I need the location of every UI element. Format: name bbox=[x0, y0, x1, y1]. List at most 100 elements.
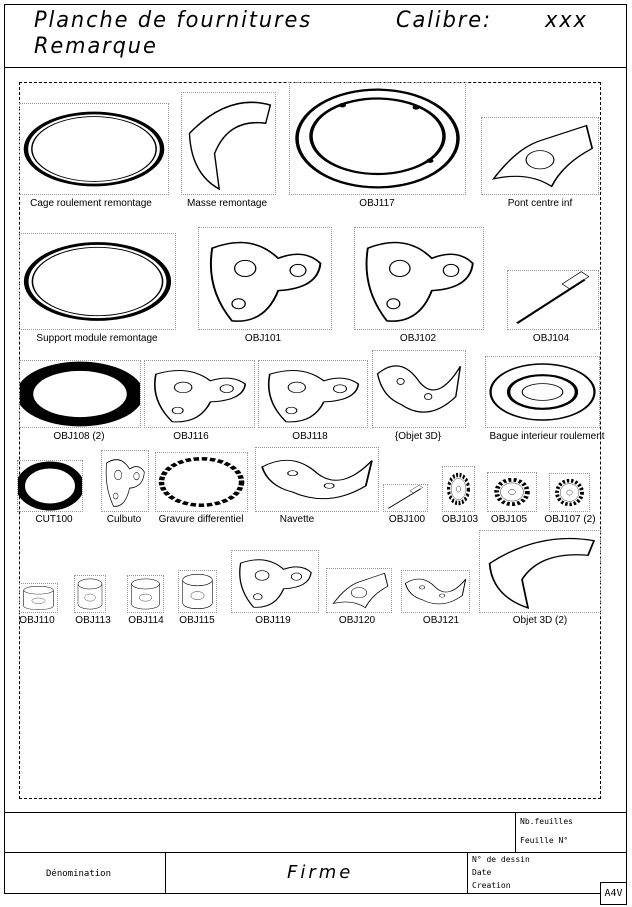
part-label: OBJ105 bbox=[490, 514, 528, 525]
part-label: Objet 3D (2) bbox=[512, 615, 568, 626]
no-dessin: N° de dessin bbox=[472, 855, 530, 864]
part-drawing bbox=[144, 360, 255, 428]
titleblock-divider bbox=[165, 852, 166, 893]
header-divider bbox=[4, 67, 627, 68]
ring-icon bbox=[23, 242, 172, 321]
part-drawing bbox=[289, 82, 466, 195]
border-left bbox=[4, 4, 5, 894]
part-drawing bbox=[479, 530, 601, 613]
part-drawing bbox=[19, 103, 169, 195]
part-label: OBJ118 bbox=[292, 431, 328, 442]
plate-icon bbox=[239, 559, 312, 608]
plate-icon bbox=[154, 369, 247, 423]
part-label: Masse remontage bbox=[186, 198, 268, 209]
part-label: OBJ119 bbox=[255, 615, 291, 626]
border-top bbox=[4, 4, 627, 5]
part-drawing bbox=[19, 583, 58, 613]
remark: Remarque bbox=[34, 34, 158, 59]
cylinder-icon bbox=[182, 573, 213, 609]
part-drawing bbox=[326, 568, 392, 613]
part-drawing bbox=[372, 350, 466, 428]
part-label: {Objet 3D} bbox=[394, 431, 442, 442]
plate-icon bbox=[209, 241, 322, 322]
disc-icon bbox=[489, 363, 596, 421]
lever-icon bbox=[261, 459, 373, 500]
part-drawing bbox=[401, 570, 470, 613]
part-label: OBJ117 bbox=[359, 198, 395, 209]
part-drawing bbox=[181, 92, 276, 195]
ring-icon bbox=[23, 111, 165, 187]
part-drawing bbox=[507, 270, 599, 330]
cylinder-icon bbox=[131, 578, 160, 610]
arc-icon bbox=[488, 537, 596, 610]
cylinder-icon bbox=[23, 586, 54, 610]
part-label: Navette bbox=[279, 514, 315, 525]
part-drawing bbox=[198, 227, 332, 330]
part-label: CUT100 bbox=[35, 514, 73, 525]
part-label: OBJ116 bbox=[173, 431, 209, 442]
part-drawing bbox=[485, 356, 600, 428]
part-drawing bbox=[258, 360, 368, 428]
part-drawing bbox=[127, 575, 164, 613]
part-drawing bbox=[101, 450, 149, 512]
part-drawing bbox=[354, 227, 484, 330]
firme: Firme bbox=[287, 862, 354, 883]
creation: Creation bbox=[472, 881, 511, 890]
part-drawing bbox=[155, 452, 248, 512]
part-label: OBJ101 bbox=[244, 333, 282, 344]
part-label: OBJ113 bbox=[75, 615, 111, 626]
part-label: Bague interieur roulement bbox=[489, 431, 605, 442]
part-drawing bbox=[19, 360, 141, 428]
part-drawing bbox=[383, 484, 428, 512]
text-ring-icon bbox=[158, 457, 245, 507]
bridge-icon bbox=[332, 572, 389, 609]
denomination: Dénomination bbox=[46, 869, 112, 879]
part-drawing bbox=[178, 570, 217, 613]
titleblock-mid bbox=[4, 852, 627, 853]
ring-thick-icon bbox=[295, 88, 460, 189]
date: Date bbox=[472, 868, 492, 877]
sheet-title: Planche de fournitures bbox=[34, 8, 313, 33]
part-label: OBJ114 bbox=[128, 615, 164, 626]
arc-icon bbox=[188, 101, 272, 191]
part-drawing bbox=[481, 117, 599, 195]
part-drawing bbox=[442, 466, 475, 512]
part-label: Gravure differentiel bbox=[158, 514, 244, 525]
lever-icon bbox=[404, 578, 467, 605]
part-label: OBJ121 bbox=[422, 615, 460, 626]
part-label: OBJ100 bbox=[388, 514, 426, 525]
part-drawing bbox=[487, 472, 537, 512]
part-label: OBJ120 bbox=[338, 615, 376, 626]
part-label: OBJ103 bbox=[441, 514, 479, 525]
part-drawing bbox=[231, 550, 319, 613]
titleblock-top bbox=[4, 812, 627, 813]
gear-icon bbox=[494, 477, 530, 507]
spring-icon bbox=[20, 361, 140, 427]
plate-icon bbox=[365, 241, 474, 322]
gear-icon bbox=[555, 478, 584, 507]
part-drawing bbox=[549, 473, 590, 512]
part-label: Cage roulement remontage bbox=[30, 198, 152, 209]
part-label: Culbuto bbox=[106, 514, 142, 525]
border-right bbox=[626, 4, 627, 882]
part-drawing bbox=[255, 447, 379, 512]
lever-icon bbox=[376, 365, 462, 413]
part-label: Pont centre inf bbox=[507, 198, 573, 209]
plate-icon bbox=[105, 459, 145, 507]
feuille-no: Feuille N° bbox=[520, 836, 569, 845]
part-label: OBJ102 bbox=[399, 333, 437, 344]
part-label: OBJ108 (2) bbox=[53, 431, 105, 442]
cylinder-icon bbox=[77, 578, 103, 610]
bridge-icon bbox=[491, 124, 594, 188]
gear-icon bbox=[447, 472, 470, 506]
nb-feuilles: Nb.feuilles bbox=[520, 817, 573, 826]
part-label: OBJ115 bbox=[179, 615, 215, 626]
pin-icon bbox=[387, 485, 423, 509]
part-drawing bbox=[19, 233, 176, 330]
titleblock-divider bbox=[467, 852, 468, 893]
part-label: OBJ107 (2) bbox=[544, 514, 596, 525]
titleblock-divider bbox=[515, 812, 516, 852]
part-label: OBJ104 bbox=[532, 333, 570, 344]
border-bottom bbox=[4, 893, 601, 894]
calibre-value: xxx bbox=[545, 8, 588, 33]
